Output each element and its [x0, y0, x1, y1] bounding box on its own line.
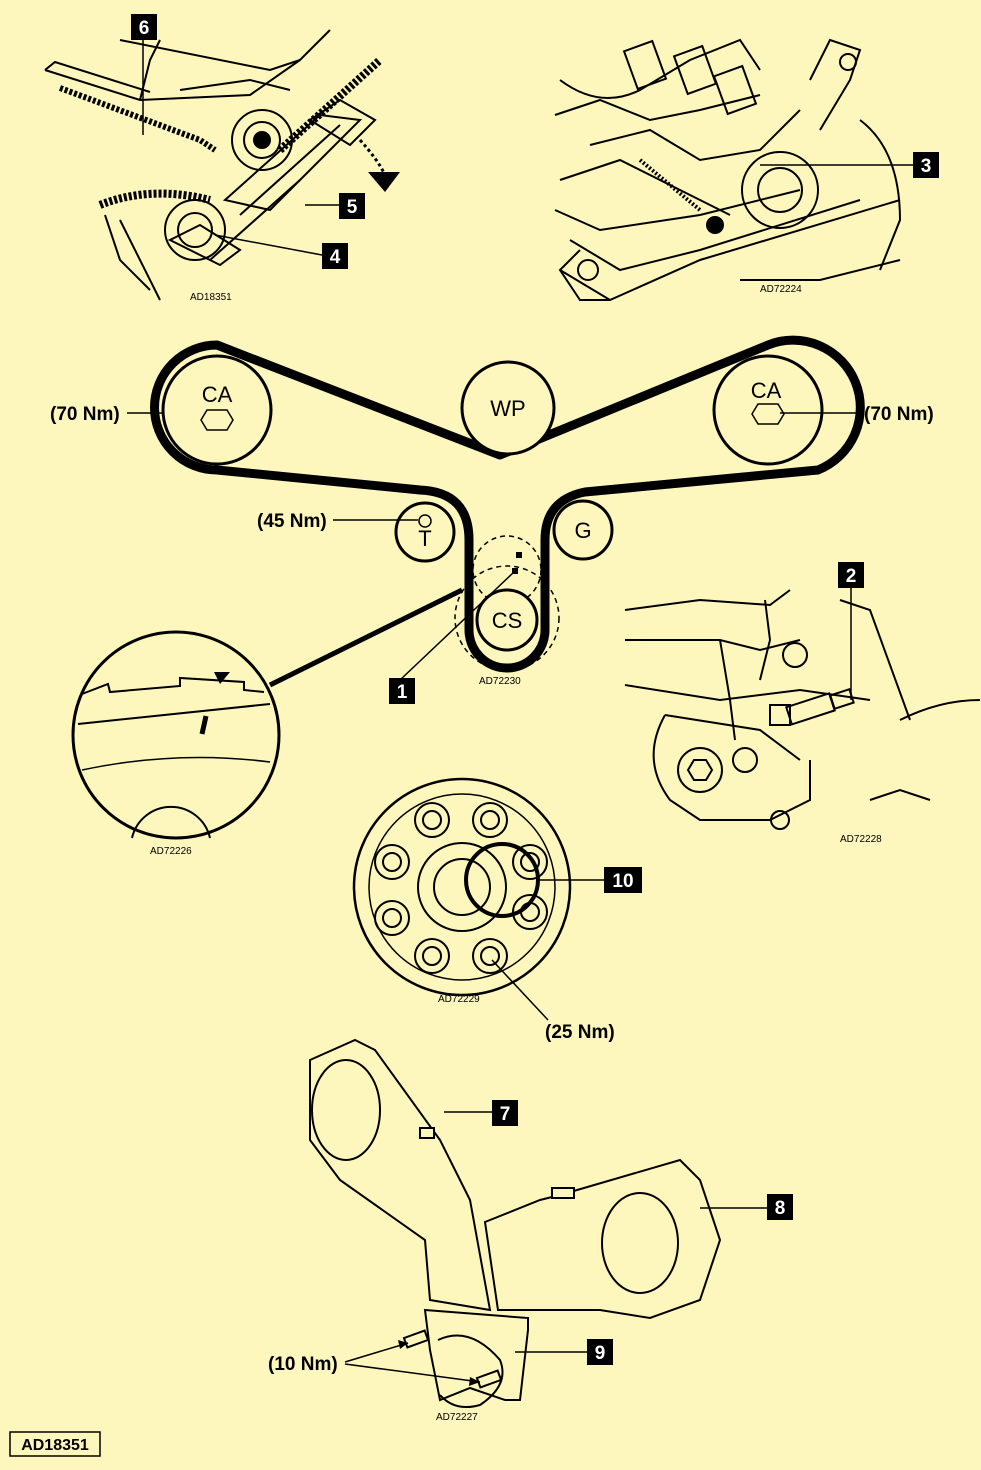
callout-7: 7: [492, 1100, 518, 1126]
panel-code-timing-covers: AD72227: [436, 1412, 478, 1423]
pulley-label-water-pump: WP: [490, 396, 525, 421]
camshaft-pulley-left: [161, 354, 273, 466]
crank-sensor-illustration: [624, 589, 981, 830]
svg-text:6: 6: [139, 18, 150, 39]
torque-leader-cover-bolt: [344, 1342, 409, 1363]
pulley-label-crankshaft: CS: [492, 608, 523, 633]
panel-code-tensioner: AD18351: [190, 292, 232, 303]
callout-2: 2: [838, 562, 864, 588]
svg-text:9: 9: [595, 1343, 606, 1364]
panel-code-crank-sensor: AD72228: [840, 834, 882, 845]
svg-text:10: 10: [612, 871, 633, 892]
timing-mark: [512, 568, 518, 574]
idler-pulley: [552, 499, 614, 561]
svg-text:8: 8: [775, 1198, 786, 1219]
svg-text:4: 4: [330, 247, 341, 268]
torque-camshaft-left: (70 Nm): [50, 404, 120, 425]
torque-leader-crank-pulley: [491, 959, 549, 1021]
panel-code-engine-bracket: AD72224: [760, 284, 802, 295]
timing-mark-line: [199, 715, 209, 735]
detail-pointer: [268, 587, 464, 688]
crank-pulley: [352, 777, 572, 997]
timing-mark-detail: [71, 630, 281, 840]
callout-6: 6: [131, 14, 157, 40]
callout-9: 9: [587, 1339, 613, 1365]
bolt-hex-icon: [200, 409, 234, 431]
svg-text:2: 2: [846, 566, 857, 587]
torque-crank-pulley-bolts: (25 Nm): [545, 1022, 615, 1043]
camshaft-pulley-right: [712, 354, 824, 466]
callout-1: 1: [389, 678, 415, 704]
tensioner-bolt-icon: [418, 514, 432, 528]
svg-text:3: 3: [921, 156, 932, 177]
callout-10: 10: [604, 867, 642, 893]
timing-belt: [150, 335, 865, 673]
torque-cover-bolts: (10 Nm): [268, 1354, 338, 1375]
callout-4: 4: [322, 243, 348, 269]
lower-cover: [423, 1308, 529, 1408]
tensioner-pulley: [394, 501, 456, 563]
tensioner-illustration: [44, 29, 383, 301]
svg-text:7: 7: [500, 1104, 511, 1125]
panel-code-timing-mark-detail: AD72226: [150, 846, 192, 857]
upper-cover-left: [309, 1038, 492, 1312]
bolt-hex-icon: [751, 403, 785, 425]
rotation-arrow-icon: [358, 138, 400, 192]
callout-leader-4: [214, 234, 323, 256]
callout-leader-1: [399, 571, 515, 681]
torque-tensioner: (45 Nm): [257, 511, 327, 532]
pulley-label-tensioner: T: [418, 526, 431, 551]
torque-camshaft-right: (70 Nm): [864, 404, 934, 425]
engine-bracket-illustration: [554, 38, 902, 302]
callout-5: 5: [339, 193, 365, 219]
timing-pointer-icon: [214, 672, 230, 684]
pulley-label-idler: G: [574, 518, 591, 543]
torque-leader-cover-bolt: [344, 1363, 481, 1383]
svg-text:5: 5: [347, 197, 358, 218]
upper-cover-right: [483, 1158, 722, 1320]
panel-code-crank-pulley: AD72229: [438, 994, 480, 1005]
panel-code-belt-routing: AD72230: [479, 676, 521, 687]
pulley-label-camshaft-right: CA: [751, 378, 782, 403]
timing-mark: [516, 552, 522, 558]
callout-8: 8: [767, 1194, 793, 1220]
figure-code-box: AD18351: [9, 1431, 101, 1457]
figure-code: AD18351: [21, 1437, 89, 1454]
callout-3: 3: [913, 152, 939, 178]
svg-text:1: 1: [397, 682, 408, 703]
crankshaft-pulley: [454, 535, 560, 671]
pulley-label-camshaft-left: CA: [202, 382, 233, 407]
water-pump-pulley: [460, 360, 556, 456]
